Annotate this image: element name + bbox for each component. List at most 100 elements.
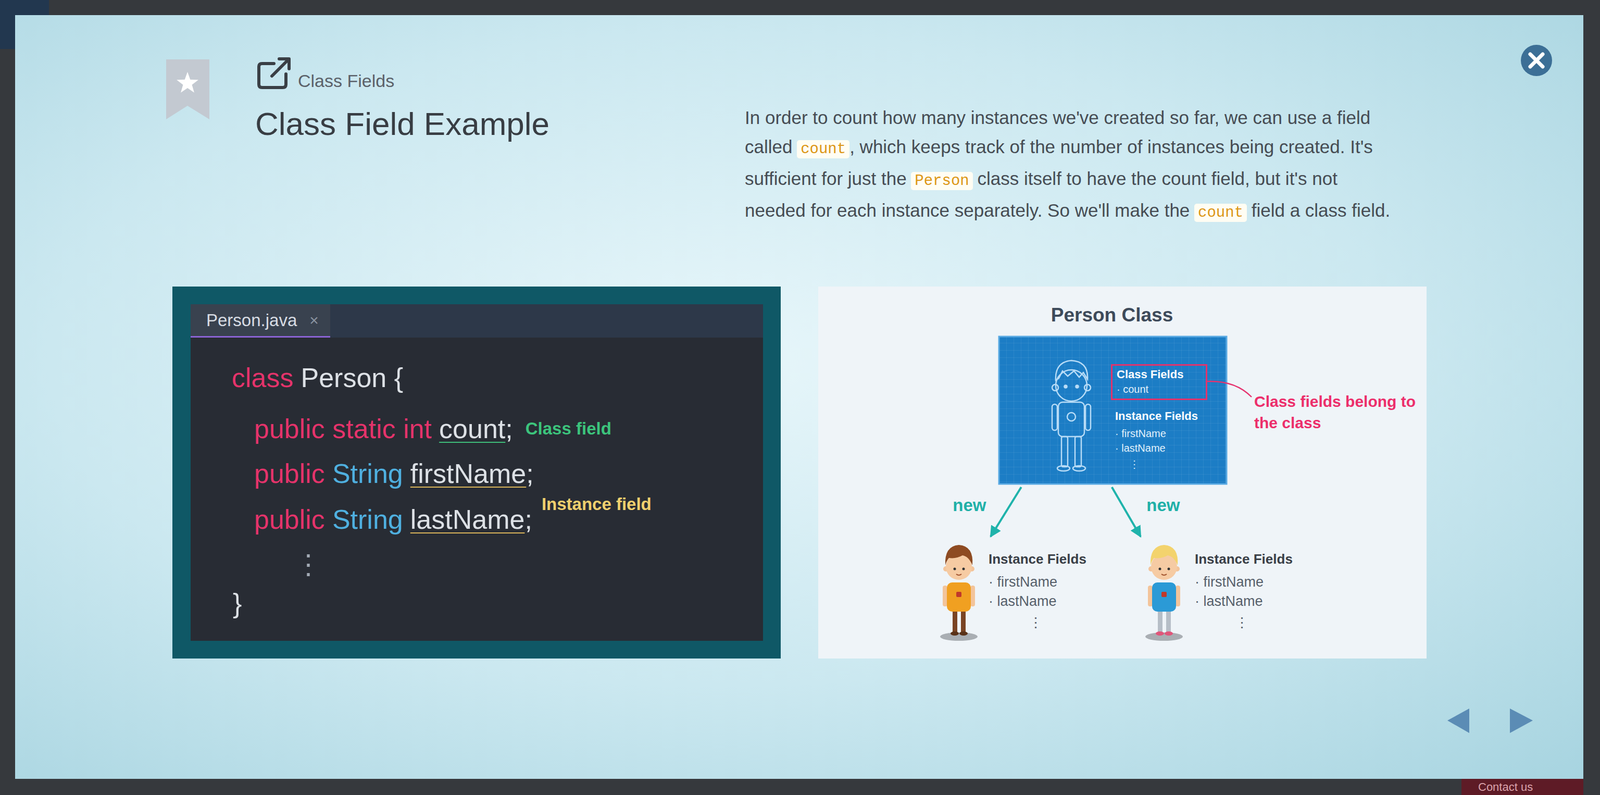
figure-eye [962,567,966,571]
code-line: classPerson { [231,361,404,394]
text-slot: new [952,495,986,516]
code-editor: Person.java × classPerson { public static i… [172,286,781,659]
figure-foot [1057,465,1070,471]
figure-emblem [956,591,962,597]
diagram-panel-ground [818,286,1427,659]
section-name: Class Fields [297,70,395,91]
code-keyword: class [231,361,294,394]
code-annotation: Class field [525,418,612,440]
inline-code: count [796,140,850,159]
field-item: · firstName [1115,427,1167,440]
blueprint-figure [1052,360,1091,471]
field-item: · firstName [988,573,1058,590]
edge-label: new [952,495,986,515]
field-item: · lastName [1115,442,1166,454]
figure-leg [1157,609,1163,634]
field-item: · lastName [1194,593,1264,609]
body-text: field a class field. [1251,200,1391,221]
next-arrow [1509,708,1533,733]
inline-code: count [1194,203,1247,222]
code-line: public static intcount; Class field [254,413,612,445]
text-slot: · firstName [1115,427,1167,440]
figure-arm [1052,404,1058,431]
figure-shirt [1152,582,1177,612]
external-link-arrow [271,58,290,77]
figure-arm [942,585,948,607]
text-slot: Contact us [1478,780,1533,794]
code-text: } [232,587,242,619]
figure-leg [960,609,966,634]
text-slot: Class Field Example [255,105,550,143]
figure-ear [1084,384,1091,391]
text-slot: Person Class [1051,304,1173,327]
code-keyword: public [254,503,325,535]
tab-close: × [309,311,319,330]
figure-arm [1175,585,1181,607]
field-ellipsis: ⋮ [1234,614,1249,631]
instantiation-arrow [990,486,1022,537]
bookmark-star [176,71,199,93]
text-slot: Instance Fields [1115,409,1198,423]
figure-shadow [940,632,978,641]
instantiation-arrow [1111,486,1141,537]
figure-leg [952,609,958,634]
blueprint-ground [998,336,1227,484]
figure-leg [1061,436,1068,467]
text-slot: · firstName [988,573,1058,591]
code-text: ; [526,457,534,490]
contact-button [1461,778,1584,795]
figure-leg [1075,436,1082,467]
figure-foot [1072,465,1086,471]
field-heading: Instance Fields [1115,409,1198,423]
bookmark-icon [166,59,210,120]
code-type: String [332,503,404,535]
code-ellipsis: ⋮ [294,548,322,580]
field-ellipsis: ⋮ [1028,614,1043,631]
figure-eye [1158,567,1162,571]
figure-arm [1147,585,1153,607]
text-slot: Instance Fields [1194,551,1293,568]
field-item: · lastName [988,593,1057,609]
figure-ear [1052,384,1059,391]
field-item: · count [1116,383,1200,396]
class-blueprint: Class Fields· countInstance Fields · firs… [998,336,1227,484]
text-slot: ⋮ [1129,457,1140,471]
figure-hair [1150,544,1178,566]
code-field: count [439,413,506,445]
file-name: Person.java [206,310,297,331]
app-corner [0,0,16,49]
figure-eye [1167,567,1171,571]
figure-shoe [950,631,959,636]
child-figure [940,544,978,641]
figure-body [1058,402,1085,437]
child-figure [1145,544,1183,641]
text-slot: Class fields belong to the class [1254,390,1427,434]
file-tab: Person.java × [190,304,331,338]
figure-shoe [1164,631,1173,636]
code-line: } [232,587,242,619]
text-slot: Class Fields [297,70,395,92]
code-keyword: public [254,457,325,490]
text-slot: Instance Fields [988,551,1087,568]
callout-note: Class fields belong to the class [1254,392,1416,432]
figure-hair [945,544,973,566]
field-heading: Instance Fields [1194,551,1293,567]
figure-eye [1064,385,1068,389]
code-field: lastName [410,503,525,535]
code-annotation: Instance field [541,493,652,515]
field-heading: Class Fields [1116,367,1200,382]
text-slot: new [1146,495,1180,516]
figure-head [1055,369,1087,402]
figure-shadow [1145,632,1183,641]
callout-leader [1207,381,1252,397]
figure-mouth [1161,573,1167,575]
code-type: String [332,457,404,490]
code-text: ; [524,503,532,535]
code-line: publicStringlastName;Instance field [254,503,652,535]
figure-arm [1085,404,1091,431]
code-text: ; [505,413,513,445]
code-line: publicStringfirstName; [254,457,534,490]
code-keyword: public static int [254,413,432,445]
figure-eye [953,567,957,571]
